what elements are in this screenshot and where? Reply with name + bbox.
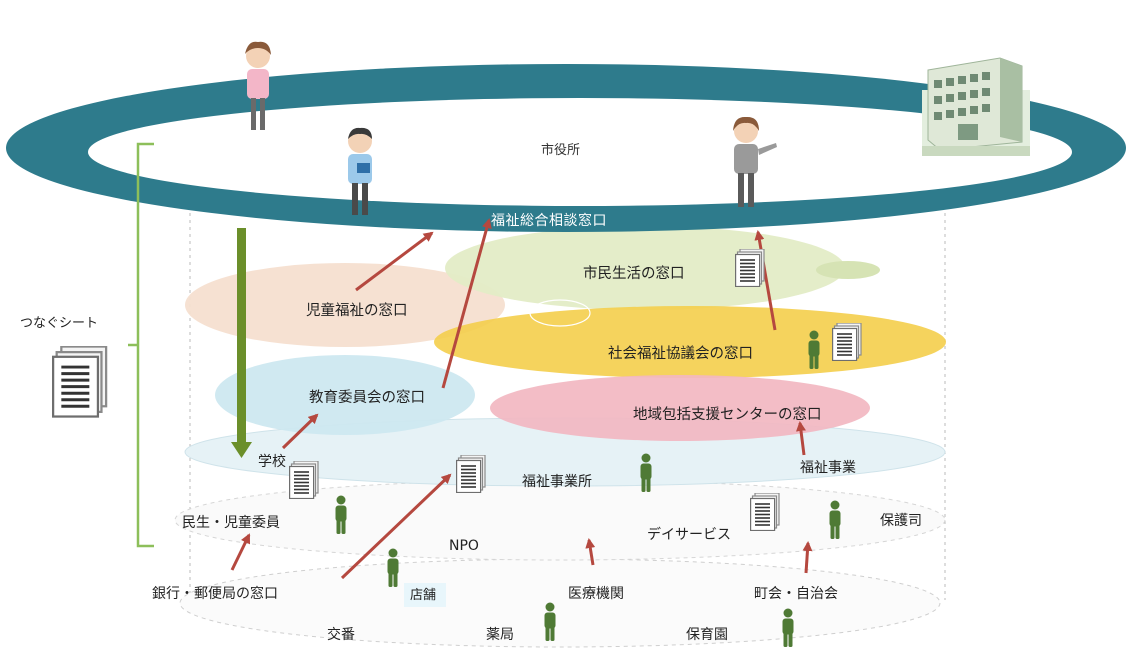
social-welfare-council-window-label: 社会福祉協議会の窓口 xyxy=(608,346,753,362)
arrow-school-to-edu xyxy=(281,413,319,450)
blob-citizen-life xyxy=(445,226,845,310)
store-label: 店舗 xyxy=(404,583,447,607)
connect-sheet-bracket xyxy=(128,142,154,548)
arrow-bank-to-welfare-office xyxy=(340,473,452,580)
probation-label: 保護司 xyxy=(880,513,922,529)
child-welfare-window-label: 児童福祉の窓口 xyxy=(306,303,408,319)
down-arrow-head xyxy=(231,442,252,458)
consult-window-label: 福祉総合相談窓口 xyxy=(491,213,607,229)
arrow-edu-to-consult xyxy=(441,218,492,389)
pharmacy-label: 薬局 xyxy=(486,627,514,643)
blob-education-board xyxy=(215,355,475,435)
welfare-office-label: 福祉事業所 xyxy=(522,474,592,490)
community-ring-bottom xyxy=(179,558,941,648)
arrow-neighborhood-up xyxy=(802,541,813,574)
medical-label: 医療機関 xyxy=(568,586,624,602)
city-hall-building xyxy=(922,57,1030,156)
city-hall-label: 市役所 xyxy=(541,143,581,158)
person-icon-woman-top xyxy=(245,41,271,130)
arrow-welfare-business-up xyxy=(796,421,806,456)
citizen-life-window-label: 市民生活の窓口 xyxy=(583,266,685,282)
blob-child-welfare xyxy=(185,263,505,347)
blob-overlap-outline xyxy=(529,299,591,327)
person-icon-man xyxy=(348,127,372,215)
connect-sheet-label: つなぐシート xyxy=(20,316,99,331)
arrow-child-to-consult xyxy=(355,231,434,292)
document-icon-school xyxy=(289,461,319,499)
city-hall-ring-inner xyxy=(88,98,1072,206)
education-board-window-label: 教育委員会の窓口 xyxy=(309,390,425,406)
blob-community-support xyxy=(490,375,870,441)
person-icon-staff-woman xyxy=(733,116,777,207)
arrow-medical-up xyxy=(585,538,596,566)
staff-figure-nursery xyxy=(782,608,794,647)
npo-label: NPO xyxy=(449,538,479,554)
welfare-business-label: 福祉事業 xyxy=(800,460,856,476)
arrow-bank-to-commissioner xyxy=(230,533,251,571)
document-icon-council xyxy=(832,323,862,361)
document-icon-day-service xyxy=(750,493,780,531)
down-arrow-shaft xyxy=(237,228,246,446)
neighborhood-label: 町会・自治会 xyxy=(754,586,838,602)
police-box-label: 交番 xyxy=(327,627,355,643)
arrow-council-to-staff xyxy=(754,230,777,331)
document-icon-connect-sheet xyxy=(52,346,108,418)
community-support-window-label: 地域包括支援センターの窓口 xyxy=(633,407,822,423)
bank-post-window-label: 銀行・郵便局の窓口 xyxy=(152,586,278,602)
school-label: 学校 xyxy=(258,454,286,470)
blob-citizen-life-tail xyxy=(816,261,880,279)
day-service-label: デイサービス xyxy=(647,527,731,543)
commissioner-label: 民生・児童委員 xyxy=(182,515,280,531)
nursery-label: 保育園 xyxy=(686,627,728,643)
document-icon-welfare-office xyxy=(456,455,486,493)
document-icon-citizen-life xyxy=(735,249,765,287)
